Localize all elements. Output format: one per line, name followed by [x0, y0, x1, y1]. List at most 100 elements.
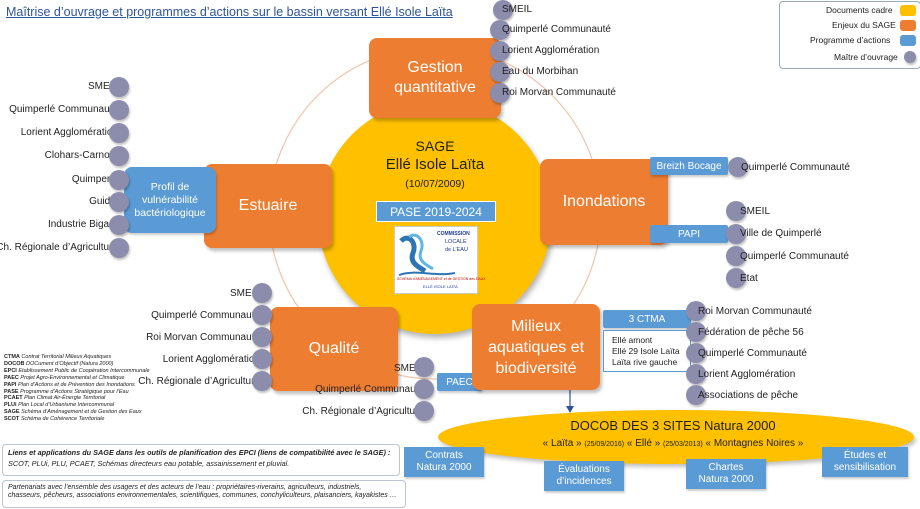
owner-label: Quimperlé [71, 174, 118, 185]
abbr-item: PAPI Plan d’Actions et de Prévention des… [4, 381, 135, 388]
breizh-bocage-box[interactable]: Breizh Bocage [650, 157, 728, 175]
owner-dot [686, 301, 706, 321]
abbr-item: PLUi Plan Local d’Urbanisme Intercommuna… [4, 402, 115, 409]
owner-dot [109, 238, 129, 258]
owner-dot [252, 283, 272, 303]
sage-date: (10/07/2009) [405, 178, 465, 190]
cle-logo-text-4: SCHÉMA d’AMÉNAGEMENT et de GESTION des E… [397, 277, 486, 281]
owner-dot [252, 349, 272, 369]
sage-circle: SAGE Ellé Isole Laïta (10/07/2009) [318, 100, 552, 334]
owner-dot [726, 246, 746, 266]
sage-line2: Ellé Isole Laïta [385, 156, 485, 173]
ctma-item: Ellé amont [612, 335, 653, 345]
epci-note-line1: Liens et applications du SAGE dans les o… [8, 448, 391, 457]
milieux-box[interactable]: Milieux aquatiques et biodiversité [472, 304, 600, 390]
owner-label: Quimperlé Communauté [502, 24, 611, 35]
owner-label: Eau du Morbihan [502, 66, 579, 77]
owner-dot [109, 170, 129, 190]
docob-site-elle: « Ellé » [626, 438, 661, 449]
abbr-item: PAEC Projet Agro-Environnemental et Clim… [4, 374, 125, 381]
owner-dot [252, 305, 272, 325]
docob-date-elle: (25/03/2013) [663, 441, 703, 448]
owner-dot [252, 327, 272, 347]
partners-note-box: Partenariats avec l’ensemble des usagers… [2, 480, 406, 508]
owner-dot [490, 83, 510, 103]
abbr-item: DOCOB DOCument d’Objectif (Natura 2000) [4, 360, 114, 367]
owner-label: Roi Morvan Communauté [502, 87, 616, 98]
owner-dot [109, 100, 129, 120]
owner-label: Guidel [89, 196, 118, 207]
owner-label: SMEIL [87, 81, 118, 92]
owner-dot [414, 379, 434, 399]
owner-dot [686, 343, 706, 363]
contrats-natura-box[interactable]: Contrats Natura 2000 [404, 447, 484, 477]
ctma-item: Ellé 29 Isole Laïta [612, 346, 680, 356]
owner-dot [414, 357, 434, 377]
chartes-natura-box[interactable]: Chartes Natura 2000 [686, 459, 766, 489]
owner-label: Associations de pêche [698, 390, 799, 401]
abbr-item: SCOT Schéma de Cohérence Territoriale [4, 416, 105, 423]
owner-label: Industrie Bigard [47, 219, 118, 230]
owner-label: Clohars-Carnoët [44, 150, 118, 161]
arrow-head-milieux-docob [566, 406, 574, 413]
page-title: Maîtrise d’ouvrage et programmes d’actio… [6, 5, 453, 19]
partners-note-line2: chasseurs, pêcheurs, associations enviro… [8, 492, 397, 499]
owner-label: Quimperlé Communauté [315, 384, 424, 395]
legend-maitre-label: Maître d’ouvrage [834, 52, 898, 62]
paec-box[interactable]: PAEC [437, 373, 482, 391]
etudes-sensibilisation-box[interactable]: Études et sensibilisation [822, 447, 908, 477]
owner-dot [490, 62, 510, 82]
owner-label: Roi Morvan Communauté [146, 332, 260, 343]
owner-dot [726, 268, 746, 288]
ctma-box[interactable]: 3 CTMA [603, 310, 691, 328]
docob-date-laita: (25/09/2016) [584, 441, 625, 448]
owner-label: Quimperlé Communauté [151, 310, 260, 321]
owner-label: Lorient Agglomération [502, 45, 600, 56]
estuaire-box[interactable]: Estuaire [204, 164, 332, 248]
cle-logo-text-1: COMMISSION [437, 231, 470, 237]
legend-programme-label: Programme d’actions [810, 35, 891, 45]
evaluations-incidences-box[interactable]: Évaluations d’incidences [544, 461, 624, 491]
profil-vulnerabilite-box[interactable]: Profil de vulnérabilité bactériologique [124, 167, 216, 233]
owner-dot [493, 0, 513, 20]
owner-label: Lorient Agglomération [162, 354, 260, 365]
owner-dot [490, 20, 510, 40]
abbr-item: SAGE Schéma d’Aménagement et de Gestion … [4, 409, 142, 416]
owner-dot [109, 123, 129, 143]
inondations-box[interactable]: Inondations [540, 159, 668, 245]
owner-label: SMEIL [393, 363, 424, 374]
cle-logo-graphic [398, 233, 456, 276]
owner-dot [414, 401, 434, 421]
owner-label: Lorient Agglomération [698, 369, 796, 380]
owner-dot [686, 364, 706, 384]
epci-note-box: Liens et applications du SAGE dans les o… [2, 444, 400, 476]
gestion-quantitative-box[interactable]: Gestion quantitative [369, 38, 501, 118]
partners-note-line1: Partenariats avec l’ensemble des usagers… [8, 484, 362, 491]
docob-title: DOCOB DES 3 SITES Natura 2000 [570, 418, 776, 433]
owner-label: Quimperlé Communauté [741, 162, 850, 173]
ctma-item: Laïta rive gauche [612, 357, 678, 367]
cle-logo: COMMISSION LOCALE de L’EAU SCHÉMA d’AMÉN… [394, 226, 485, 294]
owner-dot [490, 41, 510, 61]
owner-dot [109, 146, 129, 166]
sage-line1: SAGE [415, 138, 455, 154]
owner-label: Etat [740, 273, 758, 284]
papi-box[interactable]: PAPI [650, 225, 728, 243]
owner-dot [109, 192, 129, 212]
owner-label: Quimperlé Communauté [740, 251, 849, 262]
ctma-list [603, 330, 691, 372]
owner-label: Ville de Quimperlé [740, 228, 822, 239]
owner-dot [686, 322, 706, 342]
owner-dot [728, 157, 748, 177]
owner-dot [686, 385, 706, 405]
legend-maitre-swatch [904, 51, 916, 63]
owner-label: Ch. Régionale d’Agriculture [138, 376, 260, 387]
pase-box[interactable]: PASE 2019-2024 [376, 201, 496, 222]
cle-logo-text-5: ELLÉ ISOLE LAÏTA [423, 284, 458, 289]
legend-enjeux-swatch [900, 20, 916, 31]
owner-label: SMEIL [502, 4, 533, 15]
qualite-box[interactable]: Qualité [270, 307, 398, 391]
owner-label: Fédération de pêche 56 [698, 327, 804, 338]
owner-dot [726, 224, 746, 244]
abbreviations-list: CTMA Contrat Territorial Milieux Aquatiq… [4, 354, 150, 423]
